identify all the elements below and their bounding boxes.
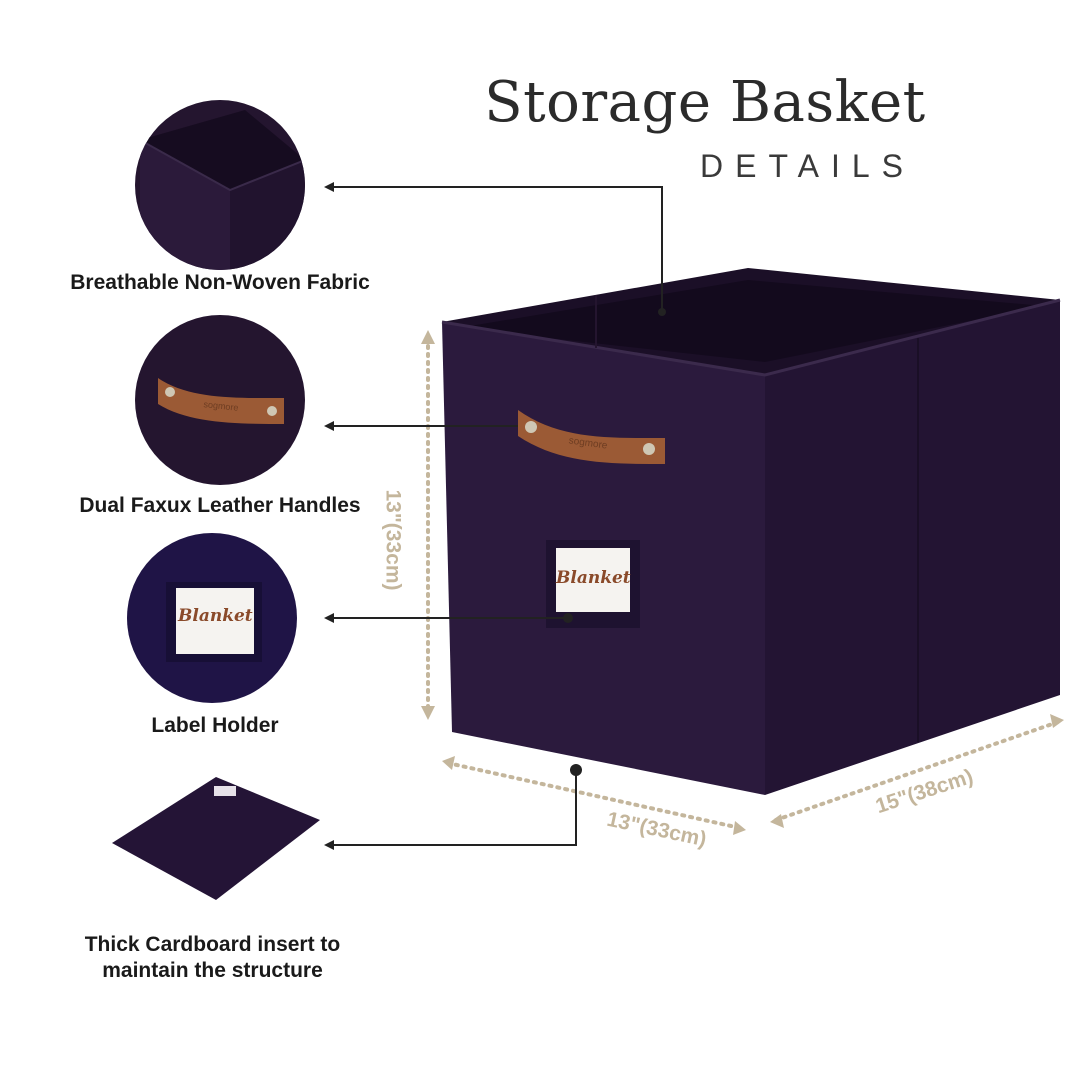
feature-caption-handles: Dual Faxux Leather Handles xyxy=(79,494,361,517)
cardboard-insert-icon xyxy=(112,777,320,900)
feature-caption-cardboard-line2: maintain the structure xyxy=(102,959,323,982)
page-subtitle: DETAILS xyxy=(700,148,915,184)
pointer-arrowheads xyxy=(324,182,666,850)
fabric-closeup-icon xyxy=(135,100,305,270)
dimension-lines xyxy=(426,336,1060,830)
inset-label-text: Blanket xyxy=(178,606,253,626)
dimension-arrowheads xyxy=(421,330,1064,835)
feature-caption-cardboard-line1: Thick Cardboard insert to xyxy=(84,933,341,956)
page-title: Storage Basket xyxy=(484,70,926,135)
basket-label-text: Blanket xyxy=(556,568,631,588)
storage-basket-image xyxy=(441,268,1061,795)
feature-caption-fabric: Breathable Non-Woven Fabric xyxy=(70,271,370,294)
pointer-lines xyxy=(330,186,663,846)
dimension-height-label: 13"(33cm) xyxy=(381,489,405,591)
label-holder-icon xyxy=(127,533,297,703)
feature-caption-label-holder: Label Holder xyxy=(151,714,279,737)
leather-handle-icon xyxy=(135,315,305,485)
